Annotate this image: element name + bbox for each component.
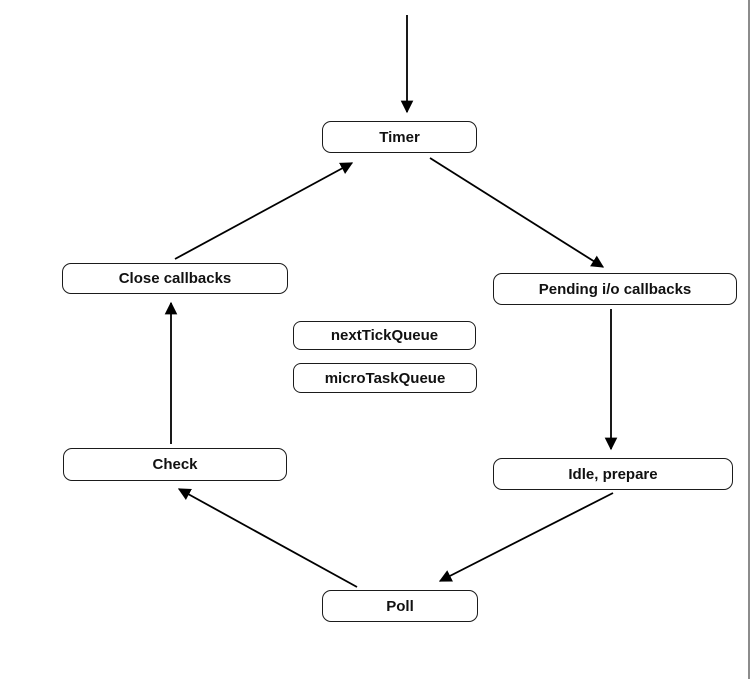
arrow-poll-to-check bbox=[177, 488, 358, 588]
arrow-timer-to-pending-io-callbacks bbox=[429, 157, 605, 268]
node-close-callbacks: Close callbacks bbox=[62, 263, 288, 294]
node-check: Check bbox=[63, 448, 287, 481]
node-poll: Poll bbox=[322, 590, 478, 622]
right-edge-border bbox=[748, 0, 750, 679]
node-idle-prepare: Idle, prepare bbox=[493, 458, 733, 490]
node-pending-io-callbacks: Pending i/o callbacks bbox=[493, 273, 737, 305]
arrow-close-callbacks-to-timer bbox=[174, 162, 354, 260]
node-timer: Timer bbox=[322, 121, 477, 153]
node-next-tick-queue: nextTickQueue bbox=[293, 321, 476, 350]
arrow-idle-prepare-to-poll bbox=[438, 492, 614, 582]
node-micro-task-queue: microTaskQueue bbox=[293, 363, 477, 393]
